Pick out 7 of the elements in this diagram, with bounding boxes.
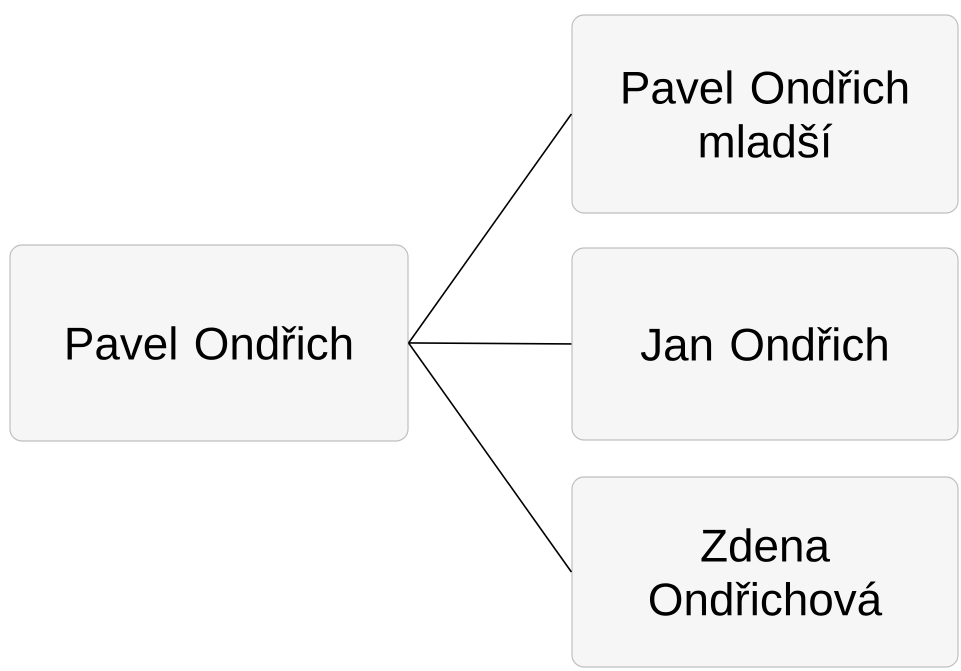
person-box: Pavel Ondřich: [9, 244, 409, 442]
connector-line: [408, 342, 572, 345]
connector-line: [408, 342, 572, 572]
person-box: Jan Ondřich: [571, 247, 959, 441]
connector-line: [408, 114, 572, 344]
person-box: Pavel Ondřich mladší: [571, 14, 959, 214]
person-box: Zdena Ondřichová: [571, 476, 959, 668]
